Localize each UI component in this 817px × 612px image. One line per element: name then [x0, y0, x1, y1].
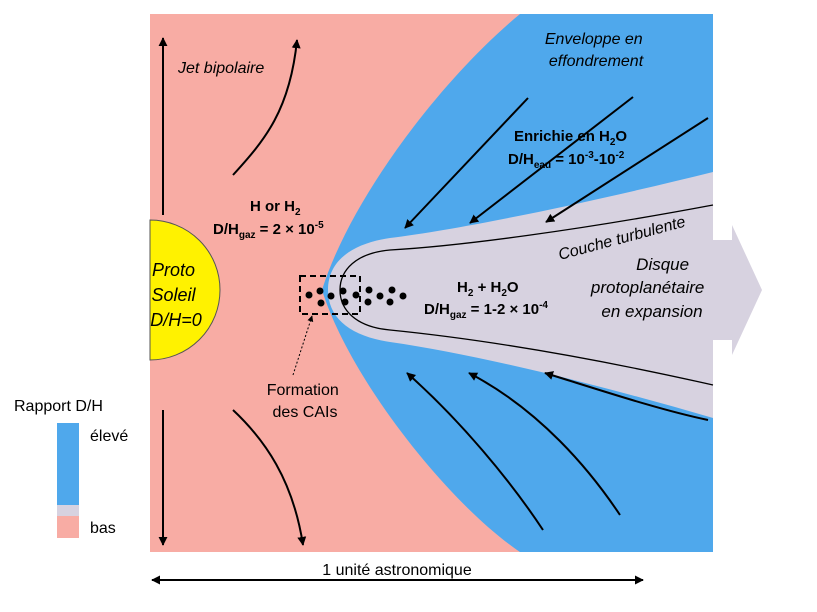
proto-sun	[149, 219, 221, 361]
cai-particle	[364, 298, 372, 306]
legend-label-low: bas	[90, 520, 116, 537]
cai-particle	[317, 299, 325, 307]
turbulent-layer-region	[328, 172, 713, 418]
infall-arrow	[468, 372, 621, 516]
protoplanetary-disk-region	[713, 225, 762, 355]
disk-composition: H2 + H2O	[457, 279, 519, 299]
cai-particle	[327, 292, 335, 300]
infall-arrow	[545, 117, 709, 223]
cai-particle	[388, 286, 396, 294]
cai-particle	[352, 291, 360, 299]
infall-arrow	[404, 97, 529, 229]
gas-dh-value: D/Hgaz = 2 × 10-5	[213, 220, 324, 241]
disk-dh-value: D/Hgaz = 1-2 × 10-4	[424, 300, 548, 321]
cai-particle	[341, 298, 349, 306]
cai-particle	[376, 292, 384, 300]
disk-label: Disque protoplanétaire en expansion	[590, 255, 709, 321]
cai-particles	[305, 286, 407, 307]
jet-label: Jet bipolaire	[177, 60, 264, 77]
infall-arrow	[544, 371, 709, 421]
gas-title: H or H2	[250, 198, 301, 218]
legend-swatch-high	[57, 423, 79, 505]
infall-arrow	[469, 96, 634, 224]
cai-label: Formation des CAIs	[267, 382, 343, 421]
infall-arrows	[404, 96, 709, 531]
water-dh-value: D/Heau = 10-3-10-2	[508, 150, 625, 171]
cai-formation-box	[299, 275, 361, 315]
cai-particle	[399, 292, 407, 300]
cai-particle	[365, 286, 373, 294]
jet-arrows	[158, 37, 307, 546]
jet-curve-lower	[232, 409, 307, 546]
cai-particle	[305, 291, 313, 299]
legend-swatch-mid	[57, 505, 79, 516]
legend-label-high: élevé	[90, 428, 128, 445]
sun-label: Proto Soleil D/H=0	[150, 260, 202, 330]
cai-particle	[339, 287, 347, 295]
legend-title: Rapport D/H	[14, 398, 103, 415]
scale-label: 1 unité astronomique	[322, 562, 472, 579]
cai-particle	[386, 298, 394, 306]
enriched-water-title: Enrichie en H2O	[514, 128, 627, 148]
jet-curve-upper	[232, 39, 301, 176]
envelope-label: Enveloppe en effondrement	[545, 31, 647, 70]
cai-particle	[316, 287, 324, 295]
legend-swatch-low	[57, 516, 79, 538]
infall-arrow	[406, 372, 544, 531]
